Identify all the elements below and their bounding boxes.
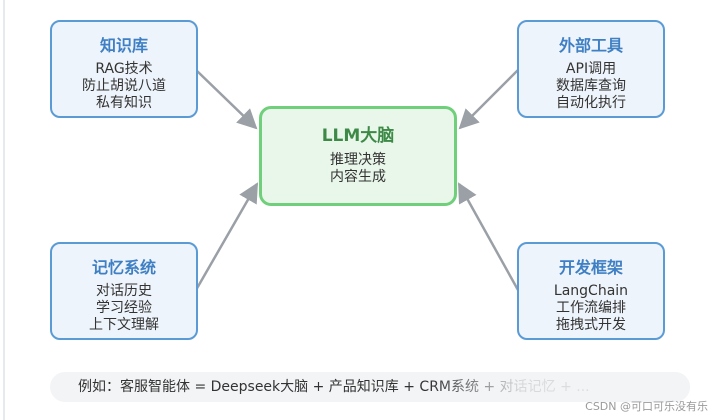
node-line: RAG技术 bbox=[95, 61, 153, 77]
node-line: 学习经验 bbox=[96, 300, 152, 316]
node-title: 知识库 bbox=[99, 36, 148, 55]
node-title: 外部工具 bbox=[558, 36, 623, 55]
node-line: 上下文理解 bbox=[89, 317, 159, 333]
node-external-tools: 外部工具 API调用 数据库查询 自动化执行 bbox=[517, 20, 665, 118]
node-title: 记忆系统 bbox=[91, 258, 156, 277]
node-title: LLM大脑 bbox=[321, 126, 395, 146]
node-knowledge-base: 知识库 RAG技术 防止胡说八道 私有知识 bbox=[50, 20, 198, 118]
node-dev-framework: 开发框架 LangChain 工作流编排 拖拽式开发 bbox=[517, 242, 665, 340]
left-divider bbox=[3, 0, 5, 420]
node-line: 内容生成 bbox=[330, 169, 386, 185]
node-line: 对话历史 bbox=[96, 283, 152, 299]
node-llm-brain: LLM大脑 推理决策 内容生成 bbox=[259, 106, 457, 206]
node-line: API调用 bbox=[565, 61, 617, 77]
arrow-memory-to-llm bbox=[194, 182, 259, 291]
node-line: 私有知识 bbox=[96, 95, 152, 111]
node-line: 数据库查询 bbox=[556, 78, 626, 94]
example-caption: 例如：客服智能体 = Deepseek大脑 + 产品知识库 + CRM系统 + … bbox=[50, 372, 690, 402]
node-line: LangChain bbox=[553, 283, 629, 299]
arrow-tools-to-llm bbox=[458, 69, 519, 130]
node-line: 防止胡说八道 bbox=[82, 78, 166, 94]
node-memory-system: 记忆系统 对话历史 学习经验 上下文理解 bbox=[50, 242, 198, 340]
node-line: 自动化执行 bbox=[556, 95, 626, 111]
node-line: 推理决策 bbox=[330, 152, 386, 168]
node-title: 开发框架 bbox=[558, 258, 623, 277]
arrow-knowledge-to-llm bbox=[195, 69, 258, 130]
node-line: 拖拽式开发 bbox=[556, 317, 626, 333]
arrow-framework-to-llm bbox=[457, 182, 520, 291]
obscured-overlay bbox=[430, 372, 690, 402]
node-line: 工作流编排 bbox=[556, 300, 626, 316]
watermark: CSDN @可口可乐没有乐 bbox=[585, 400, 708, 413]
